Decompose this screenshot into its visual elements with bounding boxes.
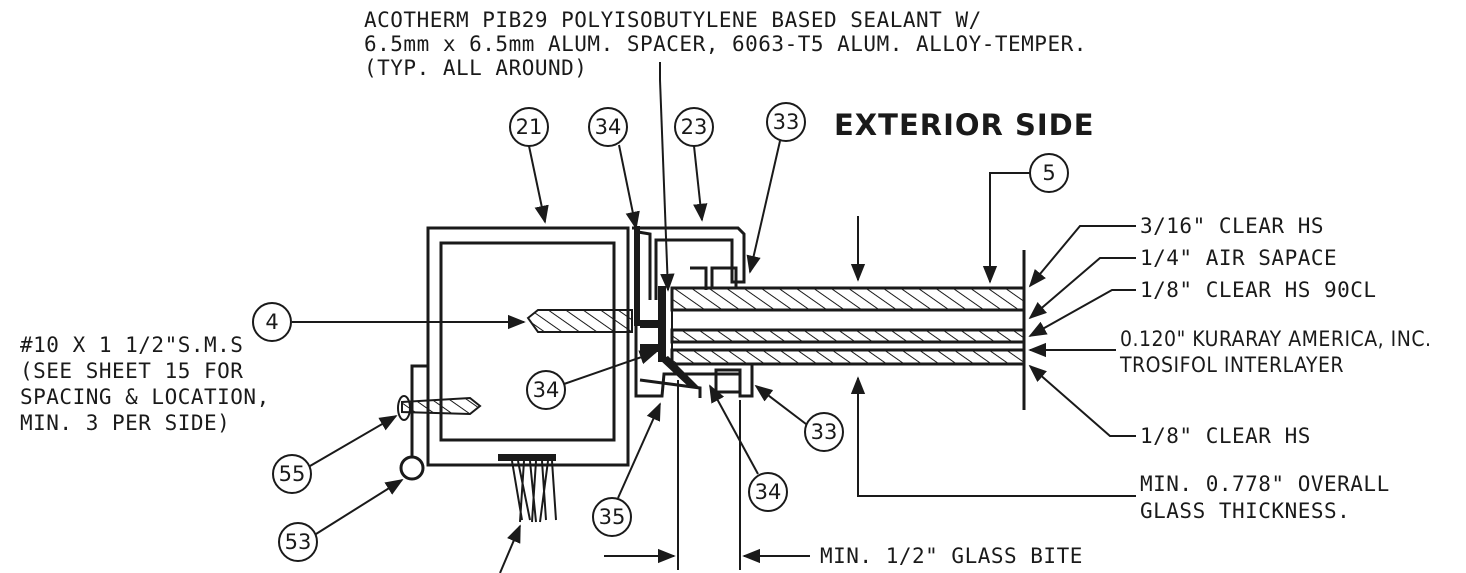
- callout-34-mid-number: 34: [533, 378, 560, 402]
- callout-33-top: 33: [746, 102, 806, 274]
- callout-53-number: 53: [285, 530, 312, 554]
- air-space-label: 1/4" AIR SAPACE: [1140, 246, 1337, 270]
- sealant-note-line-1: ACOTHERM PIB29 POLYISOBUTYLENE BASED SEA…: [364, 8, 982, 32]
- sealant-note-line-3: (TYP. ALL AROUND): [364, 56, 587, 80]
- screw-note-line-4: MIN. 3 PER SIDE): [20, 411, 230, 435]
- screw-note-line-2: (SEE SHEET 15 FOR: [20, 359, 243, 383]
- callout-33-bottom: 33: [754, 384, 844, 452]
- callout-5: 5: [982, 153, 1069, 284]
- glass-outer-lite-label: 3/16" CLEAR HS: [1140, 214, 1324, 238]
- insulated-glass-unit: [670, 250, 1026, 410]
- callout-34-top: 34: [588, 107, 640, 230]
- callout-23-number: 23: [681, 115, 708, 139]
- callout-21: 21: [509, 107, 549, 224]
- callout-5-number: 5: [1042, 161, 1055, 185]
- screw-note: #10 X 1 1/2"S.M.S (SEE SHEET 15 FOR SPAC…: [20, 333, 270, 435]
- screw-4: [292, 309, 633, 333]
- screw-55: [397, 395, 482, 421]
- sealant-note: ACOTHERM PIB29 POLYISOBUTYLENE BASED SEA…: [364, 8, 1087, 292]
- callout-55: 55: [272, 415, 398, 494]
- callout-4-number: 4: [265, 310, 278, 334]
- callout-35: 35: [592, 402, 661, 537]
- exterior-side-label: EXTERIOR SIDE: [834, 108, 1095, 142]
- callout-35-number: 35: [599, 505, 626, 529]
- callout-4: 4: [252, 302, 292, 342]
- callout-53: 53: [278, 479, 404, 562]
- callout-23: 23: [674, 107, 714, 222]
- callout-55-number: 55: [279, 462, 306, 486]
- callout-34-top-number: 34: [595, 115, 622, 139]
- callout-33-bottom-number: 33: [811, 420, 838, 444]
- callout-34-mid: 34: [526, 350, 658, 410]
- glass-bite-label: MIN. 1/2" GLASS BITE: [820, 544, 1083, 568]
- screw-note-line-1: #10 X 1 1/2"S.M.S: [20, 333, 243, 357]
- sealant-note-line-2: 6.5mm x 6.5mm ALUM. SPACER, 6063-T5 ALUM…: [364, 32, 1087, 56]
- callout-33-top-number: 33: [773, 110, 800, 134]
- stop-profile: [632, 226, 746, 300]
- sealant-leader: [659, 79, 675, 292]
- glass-callouts: 3/16" CLEAR HS 1/4" AIR SAPACE 1/8" CLEA…: [850, 214, 1432, 523]
- brush-seal: [498, 454, 557, 523]
- interior-gaskets: [634, 226, 700, 388]
- thickness-label-line-1: MIN. 0.778" OVERALL: [1140, 472, 1390, 496]
- callout-34-bottom: 34: [709, 384, 788, 512]
- thickness-label-line-2: GLASS THICKNESS.: [1140, 499, 1350, 523]
- callout-34-bottom-number: 34: [755, 480, 782, 504]
- glass-inner-lite-label: 1/8" CLEAR HS: [1140, 424, 1311, 448]
- interlayer-label-line-2: TROSIFOL INTERLAYER: [1119, 353, 1344, 377]
- clip-53: [399, 364, 428, 481]
- frame-tube: [426, 226, 630, 467]
- screw-note-line-3: SPACING & LOCATION,: [20, 385, 270, 409]
- interlayer-label-line-1: 0.120" KURARAY AMERICA, INC.: [1120, 327, 1432, 351]
- callout-21-number: 21: [516, 115, 543, 139]
- brush-leader: [499, 524, 521, 573]
- glass-middle-lite-label: 1/8" CLEAR HS 90CL: [1140, 278, 1377, 302]
- glass-bite-dimension: MIN. 1/2" GLASS BITE: [604, 380, 1083, 570]
